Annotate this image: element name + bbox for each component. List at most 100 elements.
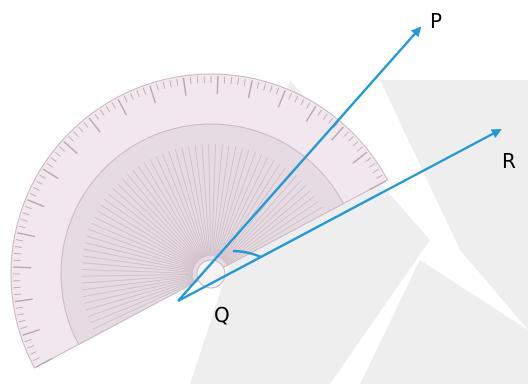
scale-tick [105, 105, 111, 113]
protractor-spoke [88, 229, 195, 269]
protractor-spoke [174, 148, 207, 257]
scale-tick [237, 77, 239, 85]
scale-tick [376, 174, 383, 179]
scale-tick [357, 146, 363, 152]
protractor-spoke [93, 281, 195, 330]
scale-tick [117, 98, 128, 116]
protractor-spoke [215, 149, 250, 257]
scale-tick [182, 77, 187, 96]
protractor-spoke [168, 150, 206, 258]
scale-tick [24, 205, 32, 210]
scale-tick [88, 117, 101, 133]
protractor-spoke [104, 199, 197, 265]
scale-tick [328, 117, 334, 124]
angle-arc-pqr [232, 249, 262, 259]
ray-qp [177, 26, 422, 302]
scale-tick [176, 78, 179, 86]
watermark-shape-2 [380, 80, 528, 330]
scale-tick [14, 298, 33, 303]
scale-tick [13, 266, 32, 269]
protractor-spoke [97, 210, 196, 266]
protractor-spoke [223, 180, 302, 262]
scale-tick [343, 131, 349, 137]
protractor-spoke [213, 145, 230, 257]
protractor-spoke [122, 178, 200, 262]
scale-tick [111, 102, 116, 109]
protractor-spoke [226, 212, 326, 266]
scale-tick [17, 313, 25, 316]
scale-tick [24, 338, 32, 343]
scale-tick [369, 162, 376, 168]
scale-tick [42, 168, 59, 180]
scale-tick [20, 326, 28, 329]
scale-tick [169, 80, 172, 88]
scale-tick [54, 151, 61, 157]
scale-tick [83, 122, 89, 128]
protractor-spoke [149, 159, 203, 259]
scale-tick [18, 319, 26, 323]
protractor-spokes [81, 144, 326, 336]
scale-tick [130, 92, 134, 100]
scale-tick [14, 293, 22, 296]
scale-tick [149, 85, 157, 104]
scale-tick [365, 157, 372, 163]
scale-tick [288, 92, 292, 100]
protractor-spoke [86, 235, 194, 270]
protractor-spoke [222, 175, 297, 261]
scale-tick [32, 186, 40, 191]
scale-tick [156, 83, 159, 91]
protractor-spoke [132, 169, 201, 260]
scale-tick [294, 95, 299, 103]
scale-tick [15, 239, 23, 242]
protractor-spoke [84, 242, 194, 271]
protractor-spoke [83, 248, 194, 271]
scale-tick [305, 105, 317, 122]
protractor-spoke [201, 144, 211, 257]
protractor-spoke [214, 146, 237, 257]
scale-tick [32, 357, 40, 362]
protractor-spoke [211, 144, 216, 257]
protractor-spoke [100, 204, 196, 265]
scale-tick [39, 174, 46, 179]
scale-tick [352, 141, 359, 147]
scale-tick [18, 225, 26, 229]
protractor-spoke [218, 156, 269, 258]
scale-tick [73, 131, 79, 137]
scale-tick [372, 168, 380, 174]
scale-tick [189, 77, 192, 85]
scale-tick [256, 81, 260, 89]
protractor-spoke [137, 166, 202, 260]
scale-tick [216, 76, 219, 95]
protractor-spoke [81, 273, 194, 277]
protractor-spoke [216, 151, 256, 258]
protractor-spoke [208, 144, 212, 257]
protractor-spoke [155, 156, 204, 258]
protractor-spoke [226, 206, 323, 266]
scale-tick [35, 357, 53, 368]
scale-tick [330, 126, 345, 141]
scale-tick [306, 102, 311, 109]
scale-tick [22, 328, 41, 336]
scale-tick [230, 77, 233, 85]
scale-tick [29, 351, 37, 355]
scale-tick [277, 90, 286, 108]
scale-tick [15, 306, 23, 309]
protractor-spoke [143, 162, 203, 259]
scale-tick [123, 95, 128, 103]
protractor-spoke [117, 183, 199, 262]
scale-tick [317, 109, 323, 116]
protractor-spoke [217, 154, 263, 258]
scale-tick [50, 157, 57, 163]
scale-tick [27, 345, 35, 349]
protractor-spoke [81, 274, 194, 284]
protractor-scale-marks [13, 76, 387, 368]
protractor-spoke [214, 147, 243, 257]
scale-tick [275, 87, 280, 95]
protractor-spoke [161, 153, 205, 258]
protractor-spoke [81, 275, 194, 291]
scale-tick [348, 136, 354, 142]
scale-tick [269, 85, 273, 93]
scale-tick [14, 252, 22, 255]
